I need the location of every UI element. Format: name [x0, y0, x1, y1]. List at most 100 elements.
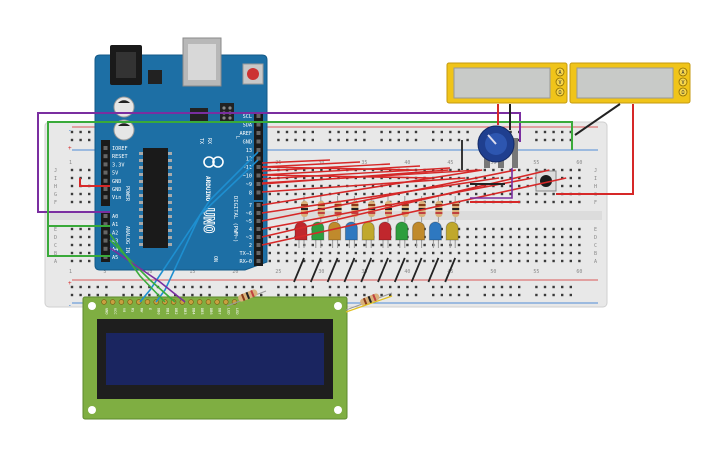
wire-red-digital[interactable]: [261, 169, 516, 222]
led[interactable]: [412, 221, 426, 241]
wire-red-digital[interactable]: [261, 161, 361, 168]
power-pin-label: GND: [112, 179, 121, 185]
wire-red-digital[interactable]: [261, 169, 550, 238]
potentiometer-leg-3: [512, 138, 518, 168]
potentiometer[interactable]: [477, 125, 518, 168]
wire-red-digital[interactable]: [261, 177, 500, 214]
wire-black-ground[interactable]: [343, 257, 356, 283]
wire-red-5v[interactable]: [79, 178, 110, 187]
wire-pot-purple[interactable]: [470, 168, 513, 199]
push-button[interactable]: [535, 170, 557, 192]
multimeter-1-buttons[interactable]: AVΩ: [555, 67, 565, 97]
wire-black-ground[interactable]: [326, 257, 339, 283]
digital-pin-label: SCL: [243, 114, 252, 120]
row-letter-right: A: [594, 259, 597, 265]
multimeter-1[interactable]: AVΩ: [446, 62, 568, 104]
wire-black-ground[interactable]: [410, 257, 423, 283]
led[interactable]: [428, 221, 442, 241]
digital-pin-label: ~6: [246, 211, 252, 217]
push-button-cap[interactable]: [540, 175, 552, 187]
digital-pin-label: 12: [246, 157, 252, 163]
column-number-top: 55: [533, 160, 539, 166]
column-number-top: 40: [404, 160, 410, 166]
wire-red-digital[interactable]: [261, 177, 567, 246]
wire-red-digital[interactable]: [261, 159, 331, 164]
wire-black-ground[interactable]: [427, 257, 440, 283]
multimeter-mode-label: A: [681, 70, 684, 76]
multimeter-mode-button[interactable]: [678, 67, 688, 77]
analog-pin-label: A4: [112, 247, 118, 253]
column-number-top: 45: [447, 160, 453, 166]
wire-red-digital[interactable]: [261, 165, 421, 176]
lcd-pin-label: LED: [235, 308, 239, 315]
multimeter-mode-label: A: [558, 70, 561, 76]
barrel-jack-inner: [116, 52, 136, 78]
wire-red-digital[interactable]: [261, 166, 416, 171]
led-array[interactable]: [294, 221, 459, 248]
lcd-pin-label: VCC: [113, 308, 117, 315]
column-number-bottom: 60: [576, 269, 582, 275]
wire-black-ground[interactable]: [377, 257, 389, 283]
wire-purple-lcd[interactable]: [109, 247, 186, 303]
on-led-label: ON: [212, 256, 218, 262]
lcd-pin-label: RW: [139, 308, 143, 313]
multimeter-2-buttons[interactable]: AVΩ: [678, 67, 688, 97]
wire-red-group[interactable]: [261, 159, 567, 246]
row-letter-right: C: [594, 243, 597, 249]
rail-markers: + - + -: [68, 127, 72, 309]
wire-green-loop[interactable]: [47, 121, 573, 257]
digital-pin-label: RX←0: [240, 259, 253, 265]
column-number-bottom: 55: [533, 269, 539, 275]
wire-blue-1[interactable]: [139, 151, 259, 303]
reset-button-cap[interactable]: [247, 68, 259, 80]
breadboard-center-channel: [50, 211, 602, 220]
wire-green-lcd-2[interactable]: [109, 233, 166, 303]
multimeter-mode-button[interactable]: [678, 87, 688, 97]
wires[interactable]: [37, 103, 634, 313]
digital-pin-label: TX→1: [240, 251, 253, 257]
wire-black-ground[interactable]: [293, 257, 305, 283]
wire-black-ground[interactable]: [309, 257, 322, 283]
wire-red-digital[interactable]: [261, 169, 481, 184]
column-number-bottom: 25: [275, 269, 281, 275]
wire-yellow[interactable]: [345, 295, 393, 313]
column-number-top: 30: [318, 160, 324, 166]
wire-red-digital[interactable]: [261, 177, 533, 230]
wire-red-digital[interactable]: [261, 174, 432, 179]
arduino-logo: ARDUINO UNO: [200, 156, 224, 234]
wire-red-digital[interactable]: [261, 169, 483, 206]
wire-red-digital[interactable]: [261, 177, 466, 193]
lcd-pin-label: DB2: [174, 308, 178, 315]
column-number-bottom: 45: [447, 269, 453, 275]
wire-red-digital[interactable]: [261, 167, 451, 180]
digital-header-bottom: [254, 202, 263, 266]
wire-black-ground[interactable]: [393, 257, 406, 283]
wire-mm2-red[interactable]: [556, 104, 634, 195]
wire-mm2-black[interactable]: [574, 103, 621, 136]
wire-black-ground[interactable]: [360, 257, 373, 283]
wire-blue-2[interactable]: [155, 159, 259, 303]
digital-pin-label: 13: [246, 148, 252, 154]
led[interactable]: [328, 221, 342, 241]
led[interactable]: [395, 221, 409, 241]
led[interactable]: [361, 221, 375, 241]
lcd-pin-label: DB4: [192, 308, 196, 315]
multimeter-mode-button[interactable]: [555, 77, 565, 87]
wire-red-digital[interactable]: [261, 163, 391, 172]
digital-header-top: [254, 112, 263, 200]
row-letter-left: D: [54, 235, 57, 241]
led[interactable]: [311, 221, 325, 241]
analog-pin-label: A2: [112, 230, 118, 236]
multimeter-mode-button[interactable]: [678, 77, 688, 87]
row-letter-left: H: [54, 184, 57, 190]
led[interactable]: [378, 221, 392, 241]
column-number-bottom: 5: [103, 269, 106, 275]
wire-black-ground[interactable]: [444, 257, 457, 283]
led[interactable]: [445, 221, 459, 241]
multimeter-mode-button[interactable]: [555, 87, 565, 97]
column-number-bottom: 40: [404, 269, 410, 275]
multimeter-2[interactable]: AVΩ: [569, 62, 691, 104]
multimeter-mode-button[interactable]: [555, 67, 565, 77]
